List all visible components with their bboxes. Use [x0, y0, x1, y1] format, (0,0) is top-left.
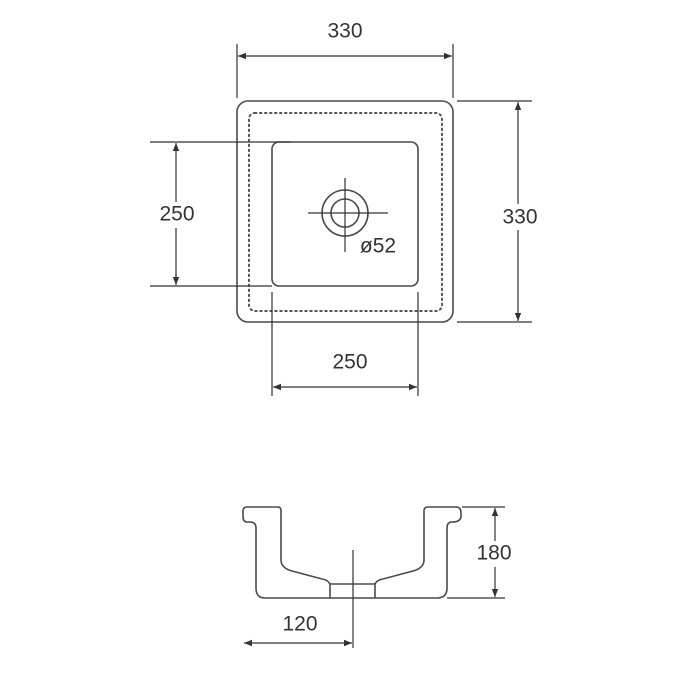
dimension-height: 180	[447, 506, 520, 599]
dimension-overall-width: 330	[236, 20, 454, 98]
dimension-drain-offset: 120	[244, 613, 352, 647]
sink-dotted-rim	[248, 112, 443, 312]
drain-icon	[308, 178, 388, 252]
sink-side-profile	[242, 506, 462, 599]
basin-outline	[271, 141, 419, 287]
dimension-basin-width: 250	[271, 292, 419, 396]
dimension-basin-depth: 250	[150, 141, 290, 287]
overall-depth-label: 330	[502, 206, 537, 229]
side-view: 180 120	[242, 506, 520, 648]
basin-width-label: 250	[332, 351, 367, 374]
height-label: 180	[476, 542, 511, 565]
basin-depth-label: 250	[159, 203, 194, 226]
overall-width-label: 330	[327, 20, 362, 43]
drain-offset-label: 120	[282, 613, 317, 636]
dimension-overall-depth: 330	[457, 100, 544, 323]
top-view: ø52 330 330 250 250	[150, 20, 544, 396]
drain-diameter-label: ø52	[360, 235, 396, 258]
sink-outer-outline	[236, 100, 454, 323]
